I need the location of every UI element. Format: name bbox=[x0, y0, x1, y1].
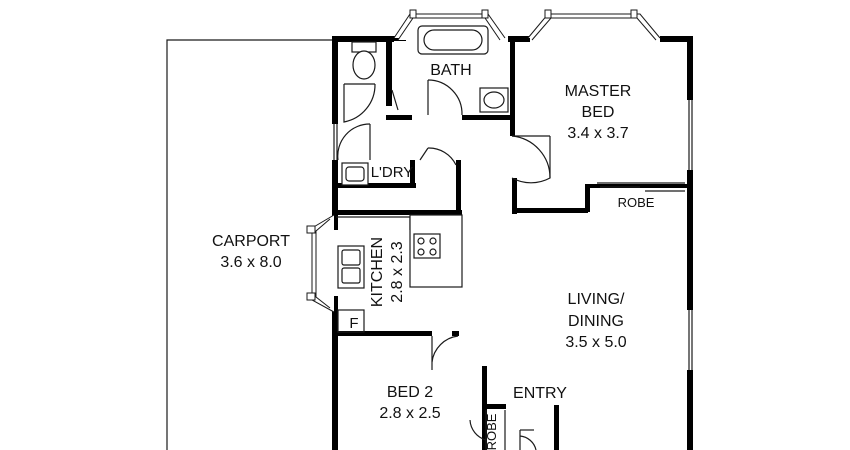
wall-robe-bed2-top bbox=[482, 404, 506, 409]
fixtures bbox=[336, 25, 685, 450]
entry-label: ENTRY bbox=[513, 385, 567, 402]
wall-left-upper bbox=[332, 38, 338, 124]
wall-kitchen-left-b bbox=[332, 296, 338, 336]
wall-robe-left bbox=[585, 184, 590, 212]
carport-outline bbox=[166, 39, 333, 450]
wall-bed2-left bbox=[332, 331, 338, 450]
master-robe-rail bbox=[597, 182, 685, 192]
wall-right-2 bbox=[687, 170, 693, 310]
master-robe-label: ROBE bbox=[618, 195, 655, 210]
fridge-space bbox=[337, 309, 365, 333]
wall-bed2-top-b bbox=[452, 331, 459, 336]
basin-icon bbox=[479, 87, 509, 113]
bed2-door bbox=[431, 335, 459, 370]
wall-master-lower-left bbox=[512, 178, 517, 214]
carport-size: 3.6 x 8.0 bbox=[220, 254, 281, 271]
laundry-tub-icon bbox=[341, 162, 369, 186]
wall-kitchen-left-a bbox=[332, 210, 338, 230]
living-size: 3.5 x 5.0 bbox=[565, 334, 626, 351]
wall-top-mid bbox=[508, 36, 530, 42]
wall-toilet-bath bbox=[386, 36, 392, 106]
toilet-door bbox=[343, 83, 376, 123]
wall-entry-right bbox=[554, 405, 559, 450]
wall-bed2-top-a bbox=[336, 331, 432, 336]
wall-right-1 bbox=[687, 36, 693, 100]
kitchen-size: 2.8 x 2.3 bbox=[389, 241, 406, 302]
doors bbox=[337, 79, 551, 450]
wall-robe-top bbox=[585, 184, 693, 188]
bed2-size: 2.8 x 2.5 bbox=[379, 405, 440, 422]
bath-door bbox=[427, 79, 463, 116]
bed2-robe-door bbox=[469, 419, 487, 441]
carport-label: CARPORT bbox=[212, 233, 290, 250]
wall-laundry-right bbox=[410, 160, 415, 188]
room-labels: CARPORT 3.6 x 8.0 BATH MASTER BED 3.4 x … bbox=[212, 62, 655, 450]
wall-top-toilet bbox=[332, 36, 394, 42]
bath-label: BATH bbox=[430, 62, 471, 79]
master-bed-label-1: MASTER bbox=[565, 83, 632, 100]
wall-toilet-bottom bbox=[386, 115, 412, 120]
hall-door bbox=[419, 147, 457, 166]
wall-bath-bottom bbox=[462, 115, 514, 120]
living-label-1: LIVING/ bbox=[568, 291, 625, 308]
kitchen-sink-icon bbox=[337, 245, 365, 289]
wall-bath-master bbox=[510, 40, 515, 136]
wall-master-bottom bbox=[512, 208, 588, 213]
laundry-door bbox=[337, 123, 371, 161]
laundry-label: L'DRY bbox=[371, 164, 414, 181]
living-label-2: DINING bbox=[568, 313, 624, 330]
bed2-label: BED 2 bbox=[387, 384, 433, 401]
toilet-side-door bbox=[391, 89, 399, 111]
cooktop-icon bbox=[413, 233, 441, 259]
wall-kitchen-top bbox=[332, 210, 462, 215]
wall-right-3 bbox=[687, 370, 693, 450]
wall-laundry-bottom bbox=[332, 183, 416, 188]
kitchen-label: KITCHEN bbox=[369, 237, 386, 307]
toilet-icon bbox=[351, 41, 377, 80]
wall-top-right bbox=[660, 36, 692, 42]
bathtub-icon bbox=[417, 25, 489, 55]
entry-door bbox=[519, 435, 537, 450]
wall-hall-right bbox=[456, 160, 461, 215]
walls bbox=[332, 36, 693, 450]
bed2-robe-label: ROBE bbox=[484, 413, 499, 450]
master-door bbox=[511, 135, 551, 184]
bed2-robe-rail bbox=[485, 410, 506, 450]
master-bed-label-2: BED bbox=[582, 104, 615, 121]
master-bed-size: 3.4 x 3.7 bbox=[567, 125, 628, 142]
fridge-label: F bbox=[349, 315, 358, 332]
